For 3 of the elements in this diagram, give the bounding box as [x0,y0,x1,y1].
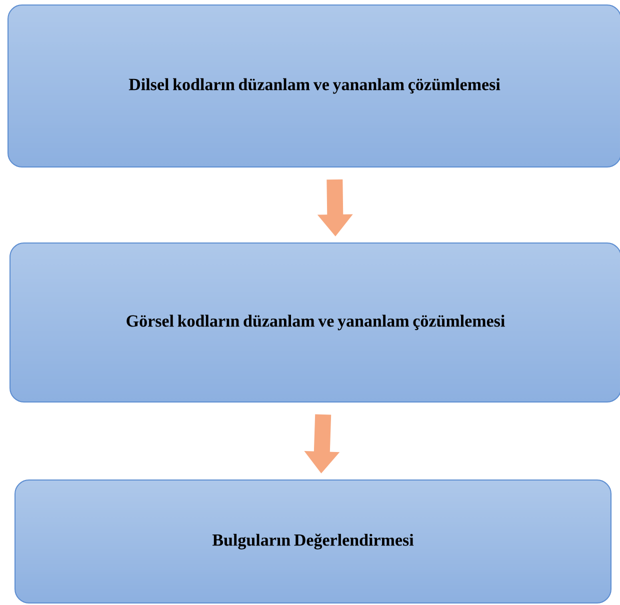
process-box: Bulguların Değerlendirmesi [14,480,612,604]
process-box: Dilsel kodların düzanlam ve yananlam çözümlemesi [8,4,620,168]
process-box: Görsel kodların düzanlam ve yananlam çözümlemesi [10,242,620,402]
